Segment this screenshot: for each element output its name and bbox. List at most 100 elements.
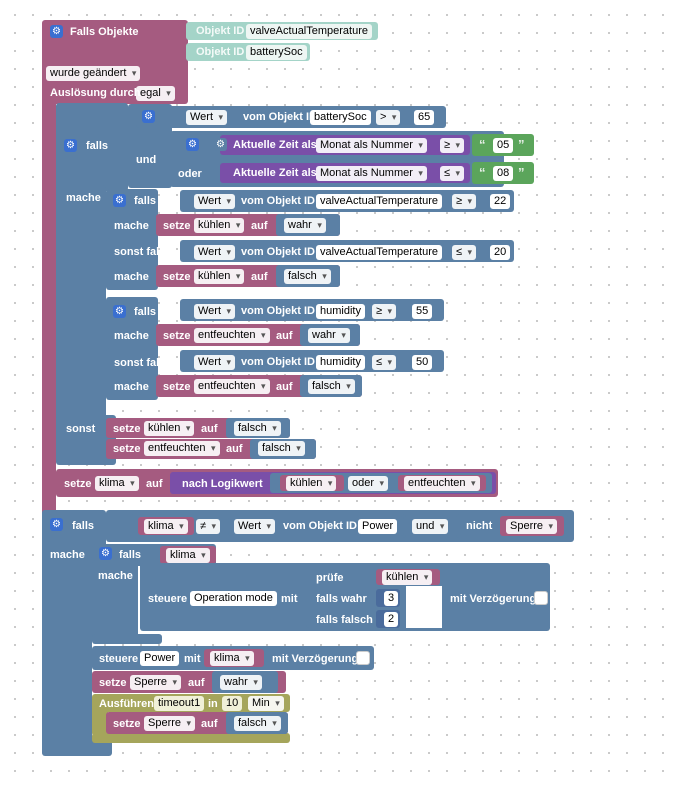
quote-icon: “ (479, 137, 486, 152)
operator-dropdown[interactable]: ≤ (372, 355, 397, 370)
logic-op-dropdown[interactable]: und (412, 519, 449, 534)
variable-dropdown[interactable]: klima (95, 476, 139, 491)
variable-dropdown[interactable]: kühlen (144, 421, 195, 436)
bool-dropdown[interactable]: wahr (284, 218, 326, 233)
variable-dropdown[interactable]: Sperre (144, 716, 196, 731)
operator-dropdown[interactable]: ≤ (440, 166, 465, 181)
object-field[interactable]: humidity (316, 355, 365, 370)
value-dropdown[interactable]: Wert (194, 245, 236, 260)
number-field[interactable]: 65 (414, 110, 435, 125)
operator-dropdown[interactable]: ≠ (196, 519, 221, 534)
value-dropdown[interactable]: Wert (234, 519, 276, 534)
trigger-by-dropdown[interactable]: egal (136, 86, 175, 101)
logic-op-dropdown[interactable]: oder (348, 476, 389, 491)
timeout-unit-dropdown[interactable]: Min (248, 696, 284, 711)
gear-icon[interactable]: ⚙ (113, 305, 126, 318)
timeout-value-field[interactable]: 10 (222, 696, 243, 711)
elseif-temp-block[interactable] (106, 238, 158, 290)
value-dropdown[interactable]: Wert (194, 304, 236, 319)
changed-dropdown[interactable]: wurde geändert (46, 66, 141, 81)
number-field[interactable]: 50 (412, 355, 433, 370)
value-dropdown[interactable]: Wert (186, 110, 228, 125)
operator-dropdown[interactable]: > (376, 110, 401, 125)
operator-dropdown[interactable]: ≥ (440, 138, 465, 153)
object-field[interactable]: Power (358, 519, 398, 534)
gear-icon[interactable]: ⚙ (113, 194, 126, 207)
number-field[interactable]: 55 (412, 304, 433, 319)
vom-objekt-label: vom Objekt ID (241, 356, 315, 368)
ternary-right-panel (406, 586, 442, 628)
bool-dropdown[interactable]: falsch (234, 421, 281, 436)
sonst-falls-label: sonst falls (114, 246, 169, 258)
bool-dropdown[interactable]: wahr (220, 675, 262, 690)
auf-label: auf (188, 677, 205, 689)
variable-dropdown[interactable]: klima (210, 651, 254, 666)
variable-dropdown[interactable]: klima (144, 519, 188, 534)
number-field[interactable]: 20 (490, 245, 511, 260)
variable-dropdown[interactable]: entfeuchten (194, 328, 270, 343)
bool-dropdown[interactable]: falsch (284, 269, 331, 284)
delay-checkbox[interactable] (356, 651, 370, 665)
object-field[interactable]: Power (140, 651, 180, 666)
text-field[interactable]: 08 (493, 166, 514, 181)
month-dropdown[interactable]: Monat als Nummer (316, 138, 427, 153)
gear-icon[interactable]: ⚙ (50, 25, 63, 38)
variable-dropdown[interactable]: entfeuchten (144, 441, 220, 456)
setze-label: setze (163, 330, 191, 342)
mit-label: mit (184, 653, 201, 665)
variable-dropdown[interactable]: kühlen (286, 476, 337, 491)
timeout-name-field[interactable]: timeout1 (154, 696, 205, 711)
steuere-label: steuere (99, 653, 139, 665)
operator-dropdown[interactable]: ≥ (452, 194, 477, 209)
text-field[interactable]: 05 (493, 138, 514, 153)
vom-objekt-label: vom Objekt ID (241, 305, 315, 317)
object-field[interactable]: valveActualTemperature (316, 194, 443, 209)
number-field[interactable]: 22 (490, 194, 511, 209)
object-id-value[interactable]: batterySoc (246, 45, 307, 60)
number-field[interactable]: 3 (384, 591, 399, 606)
gear-icon[interactable]: ⚙ (186, 138, 199, 151)
aktuelle-zeit-label: Aktuelle Zeit als (233, 139, 317, 151)
vom-objekt-label: vom Objekt ID (243, 111, 317, 123)
month-dropdown[interactable]: Monat als Nummer (316, 166, 427, 181)
bool-dropdown[interactable]: falsch (308, 379, 355, 394)
gear-icon[interactable]: ⚙ (50, 518, 63, 531)
auf-label: auf (226, 443, 243, 455)
vom-objekt-label: vom Objekt ID (241, 246, 315, 258)
falls-label: falls (134, 306, 157, 318)
variable-dropdown[interactable]: entfeuchten (404, 476, 480, 491)
gear-icon[interactable]: ⚙ (214, 138, 227, 151)
value-dropdown[interactable]: Wert (194, 355, 236, 370)
variable-dropdown[interactable]: kühlen (194, 218, 245, 233)
gear-icon[interactable]: ⚙ (142, 110, 155, 123)
variable-dropdown[interactable]: Sperre (130, 675, 182, 690)
nach-logikwert-label: nach Logikwert (182, 478, 263, 490)
number-field[interactable]: 2 (384, 612, 399, 627)
gear-icon[interactable]: ⚙ (64, 139, 77, 152)
mache-label: mache (114, 271, 149, 283)
bool-dropdown[interactable]: falsch (234, 716, 281, 731)
if-klima-spine (92, 560, 138, 640)
object-field[interactable]: batterySoc (310, 110, 371, 125)
delay-checkbox[interactable] (534, 591, 548, 605)
variable-dropdown[interactable]: entfeuchten (194, 379, 270, 394)
bool-dropdown[interactable]: wahr (308, 328, 350, 343)
variable-dropdown[interactable]: Sperre (506, 519, 558, 534)
object-field[interactable]: humidity (316, 304, 365, 319)
variable-dropdown[interactable]: kühlen (382, 570, 433, 585)
elseif-humidity-block[interactable] (106, 348, 158, 400)
variable-dropdown[interactable]: kühlen (194, 269, 245, 284)
object-id-value[interactable]: valveActualTemperature (246, 24, 373, 39)
falls-label: falls (119, 549, 142, 561)
variable-dropdown[interactable]: klima (166, 548, 210, 563)
object-field[interactable]: Operation mode (190, 591, 277, 606)
nicht-label: nicht (466, 520, 493, 532)
bool-dropdown[interactable]: falsch (258, 441, 305, 456)
object-field[interactable]: valveActualTemperature (316, 245, 443, 260)
mit-verzoegerung-label: mit Verzögerung (272, 653, 359, 665)
aktuelle-zeit-label: Aktuelle Zeit als (233, 167, 317, 179)
value-dropdown[interactable]: Wert (194, 194, 236, 209)
operator-dropdown[interactable]: ≥ (372, 304, 397, 319)
operator-dropdown[interactable]: ≤ (452, 245, 477, 260)
gear-icon[interactable]: ⚙ (99, 547, 112, 560)
